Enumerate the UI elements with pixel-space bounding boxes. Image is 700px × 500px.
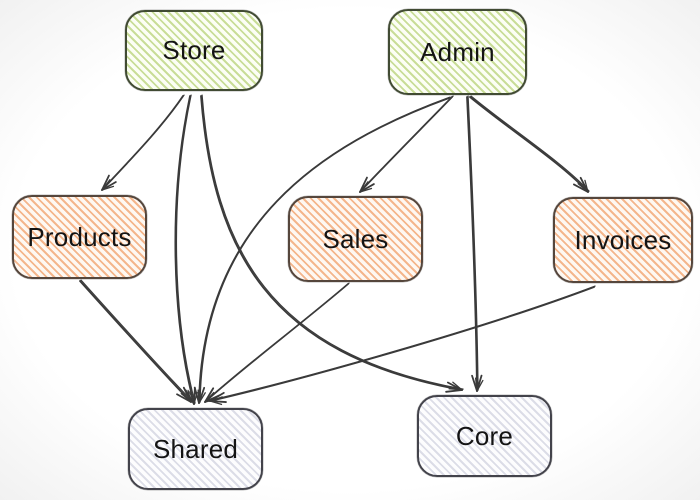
node-invoices-label: Invoices bbox=[574, 224, 672, 255]
edge-store-core bbox=[201, 94, 464, 390]
node-shared-label: Shared bbox=[152, 433, 239, 464]
edge-admin-invoices bbox=[469, 96, 589, 193]
edge-store-shared bbox=[174, 95, 195, 405]
edge-admin-shared bbox=[199, 96, 451, 403]
node-sales-label: Sales bbox=[322, 223, 389, 254]
arrowhead-stroke bbox=[198, 392, 206, 404]
edge-admin-core bbox=[467, 95, 479, 391]
arrowhead-stroke bbox=[101, 179, 111, 191]
edge-invoices-shared bbox=[209, 286, 595, 402]
edge-admin-invoices bbox=[470, 95, 590, 192]
node-admin-label: Admin bbox=[420, 36, 495, 67]
arrowhead-stroke bbox=[359, 187, 373, 193]
edge-products-shared bbox=[80, 279, 193, 402]
node-invoices[interactable]: Invoices bbox=[553, 197, 693, 283]
arrowhead-stroke bbox=[448, 388, 463, 391]
node-admin[interactable]: Admin bbox=[388, 9, 527, 95]
arrowhead-stroke bbox=[101, 185, 115, 191]
arrowhead-stroke bbox=[209, 396, 223, 402]
edge-store-core bbox=[200, 95, 463, 391]
arrowhead-stroke bbox=[584, 179, 589, 193]
node-products[interactable]: Products bbox=[12, 195, 147, 279]
node-sales[interactable]: Sales bbox=[288, 196, 423, 282]
node-products-label: Products bbox=[27, 221, 132, 252]
arrowhead-stroke bbox=[452, 381, 463, 391]
node-core-label: Core bbox=[455, 420, 514, 451]
arrowhead-stroke bbox=[209, 400, 223, 406]
edge-store-products bbox=[102, 94, 185, 190]
node-store-label: Store bbox=[162, 35, 226, 65]
arrowhead-stroke bbox=[204, 391, 215, 403]
arrowhead-stroke bbox=[187, 389, 192, 403]
node-core[interactable]: Core bbox=[417, 395, 552, 477]
arrowhead-stroke bbox=[474, 377, 478, 392]
edge-admin-core bbox=[466, 96, 478, 392]
edge-invoices-shared bbox=[210, 285, 596, 401]
arrowhead-stroke bbox=[197, 389, 200, 404]
edge-admin-sales bbox=[360, 95, 454, 192]
node-shared[interactable]: Shared bbox=[128, 408, 263, 490]
edge-sales-shared bbox=[205, 282, 350, 402]
arrowhead-stroke bbox=[476, 379, 484, 392]
arrowhead-stroke bbox=[189, 391, 195, 405]
arrowhead-stroke bbox=[577, 183, 589, 193]
node-store[interactable]: Store bbox=[125, 10, 263, 91]
arrowhead-stroke bbox=[359, 181, 369, 193]
edge-store-products bbox=[101, 95, 184, 191]
edge-products-shared bbox=[79, 280, 192, 403]
arrowhead-stroke bbox=[180, 393, 192, 403]
edge-store-shared bbox=[175, 94, 196, 404]
